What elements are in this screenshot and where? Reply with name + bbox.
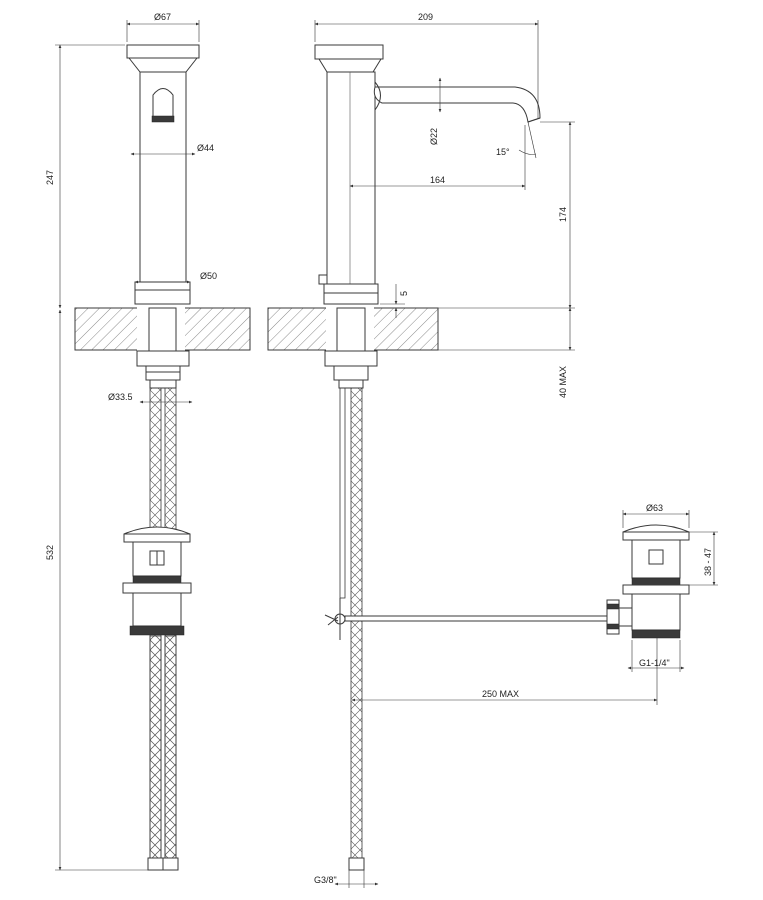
dim-h5: 5 [399, 291, 409, 296]
dim-w250max: 250 MAX [482, 689, 519, 699]
dim-h532: 532 [45, 545, 55, 560]
faucet-front-view [122, 44, 200, 871]
dim-h247: 247 [45, 170, 55, 185]
dimension-lines [55, 20, 718, 888]
dim-h174: 174 [558, 207, 568, 222]
faucet-side-view [314, 44, 608, 871]
dim-d50: Ø50 [200, 271, 217, 281]
dim-g3-8: G3/8" [314, 875, 337, 885]
dim-d67: Ø67 [154, 12, 171, 22]
dim-d22: Ø22 [429, 128, 439, 145]
waste-side-view [606, 524, 690, 639]
dim-d63: Ø63 [646, 503, 663, 513]
dim-a15: 15° [496, 147, 510, 157]
dimension-labels: Ø67 Ø44 Ø50 Ø33.5 247 532 209 Ø22 15° 16… [45, 12, 713, 885]
dim-h38-47: 38 - 47 [703, 548, 713, 576]
dim-h40max: 40 MAX [558, 366, 568, 398]
dim-g1-1-4: G1-1/4" [639, 658, 670, 668]
dim-d33-5: Ø33.5 [108, 392, 133, 402]
dim-d44: Ø44 [197, 143, 214, 153]
dim-w209: 209 [418, 12, 433, 22]
dim-w164: 164 [430, 175, 445, 185]
